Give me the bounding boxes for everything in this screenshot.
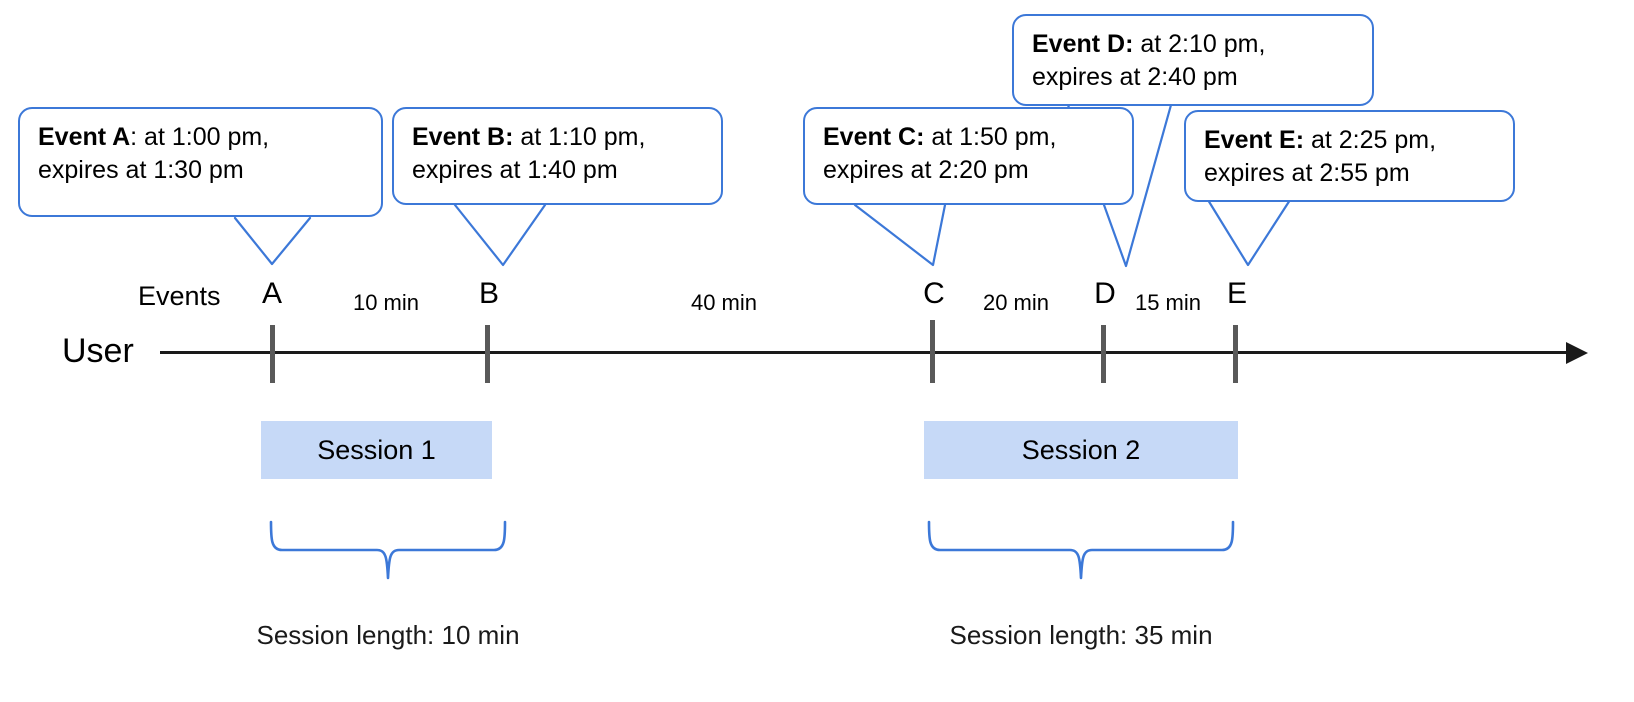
session-bar-1-label: Session 1 [317, 434, 436, 465]
callout-event-c-line2: expires at 2:20 pm [823, 156, 1029, 185]
callout-event-c-title: Event C: [823, 123, 925, 151]
callout-event-d-title: Event D: [1032, 30, 1134, 58]
tick-label-c: C [923, 277, 945, 310]
tick-b [485, 325, 490, 383]
tick-label-b: B [478, 277, 500, 310]
callout-event-d-line1: at 2:10 pm, [1133, 30, 1266, 58]
gap-label-c-d: 20 min [982, 290, 1050, 315]
callout-event-a-line2: expires at 1:30 pm [38, 156, 244, 185]
callout-event-d[interactable]: Event D: at 2:10 pm, expires at 2:40 pm [1012, 14, 1374, 106]
callout-event-a-title: Event A [38, 123, 131, 151]
tick-a [270, 325, 275, 383]
callout-event-b-line1: at 1:10 pm, [513, 123, 646, 151]
gap-label-d-e: 15 min [1134, 290, 1202, 315]
callout-event-e[interactable]: Event E: at 2:25 pm, expires at 2:55 pm [1184, 110, 1515, 202]
session-bar-2-label: Session 2 [1021, 434, 1141, 465]
session-2-brace [927, 520, 1235, 580]
gap-label-a-b: 10 min [352, 290, 420, 315]
user-row-label: User [62, 332, 134, 370]
tail-event-a [233, 216, 312, 266]
callout-event-e-line2: expires at 2:55 pm [1204, 159, 1410, 188]
timeline-axis-arrow-icon [1566, 342, 1588, 364]
callout-event-a-sep: : [130, 123, 138, 151]
tick-label-d: D [1094, 277, 1116, 310]
callout-event-a[interactable]: Event A: at 1:00 pm, expires at 1:30 pm [18, 107, 383, 217]
tick-e [1233, 325, 1238, 383]
tick-label-e: E [1226, 277, 1248, 310]
callout-event-d-line2: expires at 2:40 pm [1032, 63, 1238, 92]
callout-event-b-line2: expires at 1:40 pm [412, 156, 618, 185]
tick-d [1101, 325, 1106, 383]
callout-event-e-line1: at 2:25 pm, [1304, 126, 1437, 154]
timeline-axis [160, 351, 1568, 354]
events-row-label: Events [138, 281, 221, 311]
gap-label-b-c: 40 min [690, 290, 758, 315]
callout-event-a-line1: at 1:00 pm, [137, 123, 270, 151]
callout-event-c[interactable]: Event C: at 1:50 pm, expires at 2:20 pm [803, 107, 1134, 205]
callout-event-b-title: Event B: [412, 123, 514, 151]
tick-label-a: A [261, 277, 283, 310]
callout-event-b[interactable]: Event B: at 1:10 pm, expires at 1:40 pm [392, 107, 723, 205]
tail-event-c [853, 203, 947, 267]
session-1-length-label: Session length: 10 min [256, 620, 520, 650]
tick-c [930, 320, 935, 383]
session-bar-2[interactable]: Session 2 [924, 421, 1238, 479]
callout-event-c-line1: at 1:50 pm, [924, 123, 1057, 151]
callout-event-e-title: Event E: [1204, 126, 1305, 154]
session-1-brace [269, 520, 507, 580]
tail-event-b [453, 203, 547, 267]
session-bar-1[interactable]: Session 1 [261, 421, 492, 479]
session-2-length-label: Session length: 35 min [949, 620, 1213, 650]
tail-event-e [1206, 198, 1292, 267]
